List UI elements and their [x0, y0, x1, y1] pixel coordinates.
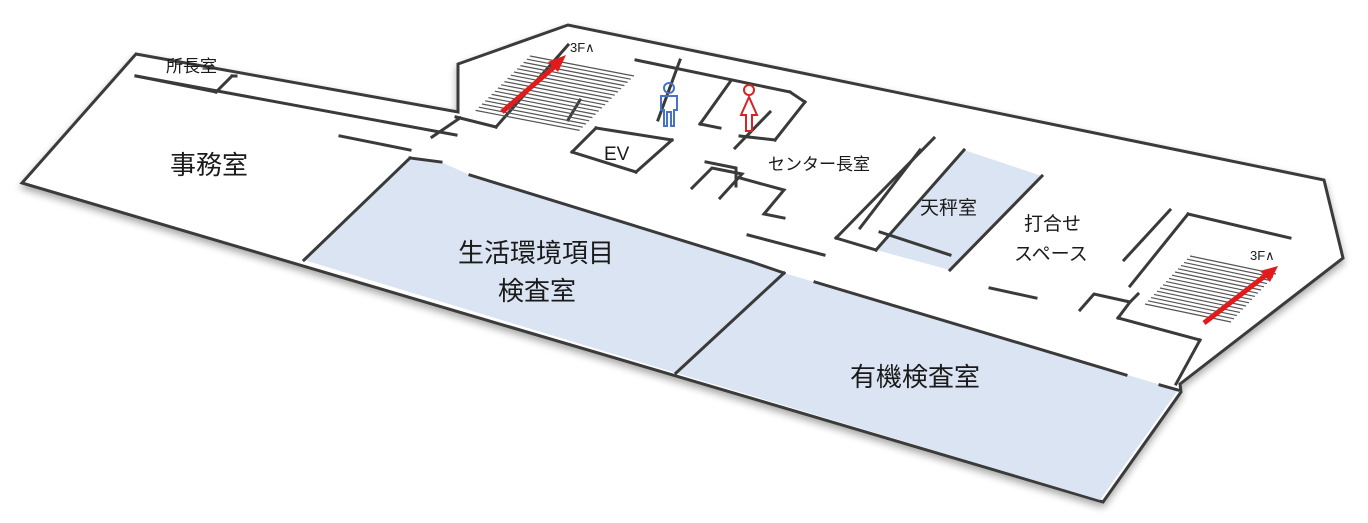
stair-tread: [494, 90, 599, 112]
stair-tread: [478, 106, 583, 128]
stair-tread: [1144, 303, 1232, 323]
lab-organic-area: [676, 273, 1178, 500]
room-label-meeting-line1: 打合せ: [1024, 213, 1081, 235]
stair-tread: [1147, 300, 1235, 320]
room-label-center-director-office: センター長室: [768, 155, 870, 174]
stair-tread: [504, 81, 609, 103]
stair-tread: [485, 100, 590, 122]
stair-tread: [497, 87, 603, 109]
stair-tread: [517, 68, 622, 90]
room-label-elevator: EV: [604, 144, 630, 165]
stair-tread: [1186, 258, 1274, 278]
room-label-lab-living-line2: 検査室: [498, 276, 576, 306]
stair-tread: [529, 55, 635, 77]
room-label-lab-organic: 有機検査室: [850, 362, 980, 392]
male-restroom-icon: [660, 82, 678, 127]
female-restroom-icon: [739, 84, 759, 132]
lab-living-area: [304, 158, 784, 373]
up-arrow-icon: [500, 55, 566, 114]
stair-tread: [1150, 297, 1238, 317]
stair-tread: [1183, 261, 1271, 281]
stair-tread: [481, 103, 587, 125]
room-label-balance-room: 天秤室: [920, 197, 977, 219]
stair-tread: [1180, 265, 1268, 285]
up-arrow-icon: [1202, 266, 1278, 325]
room-label-general-office: 事務室: [170, 150, 248, 180]
stair-tread: [523, 61, 628, 83]
stair-tread: [526, 58, 631, 80]
stair-tread: [520, 65, 625, 87]
stair-tread: [491, 93, 596, 115]
stair-tread: [513, 71, 619, 93]
room-label-lab-living-line1: 生活環境項目: [458, 238, 614, 268]
stair-label-right: 3F∧: [1250, 248, 1275, 263]
stair-tread: [507, 77, 612, 99]
stair-tread: [1177, 268, 1265, 288]
room-label-director-office: 所長室: [166, 57, 217, 76]
stair-label-left: 3F∧: [570, 40, 595, 55]
interior-walls: [134, 42, 1292, 392]
stair-left: [475, 55, 635, 131]
stair-tread: [510, 74, 615, 96]
balance-room-area: [876, 150, 1042, 270]
room-label-meeting-line2: スペース: [1014, 244, 1088, 265]
stair-tread: [488, 97, 593, 119]
stair-tread: [475, 109, 580, 131]
stair-tread: [501, 84, 606, 106]
